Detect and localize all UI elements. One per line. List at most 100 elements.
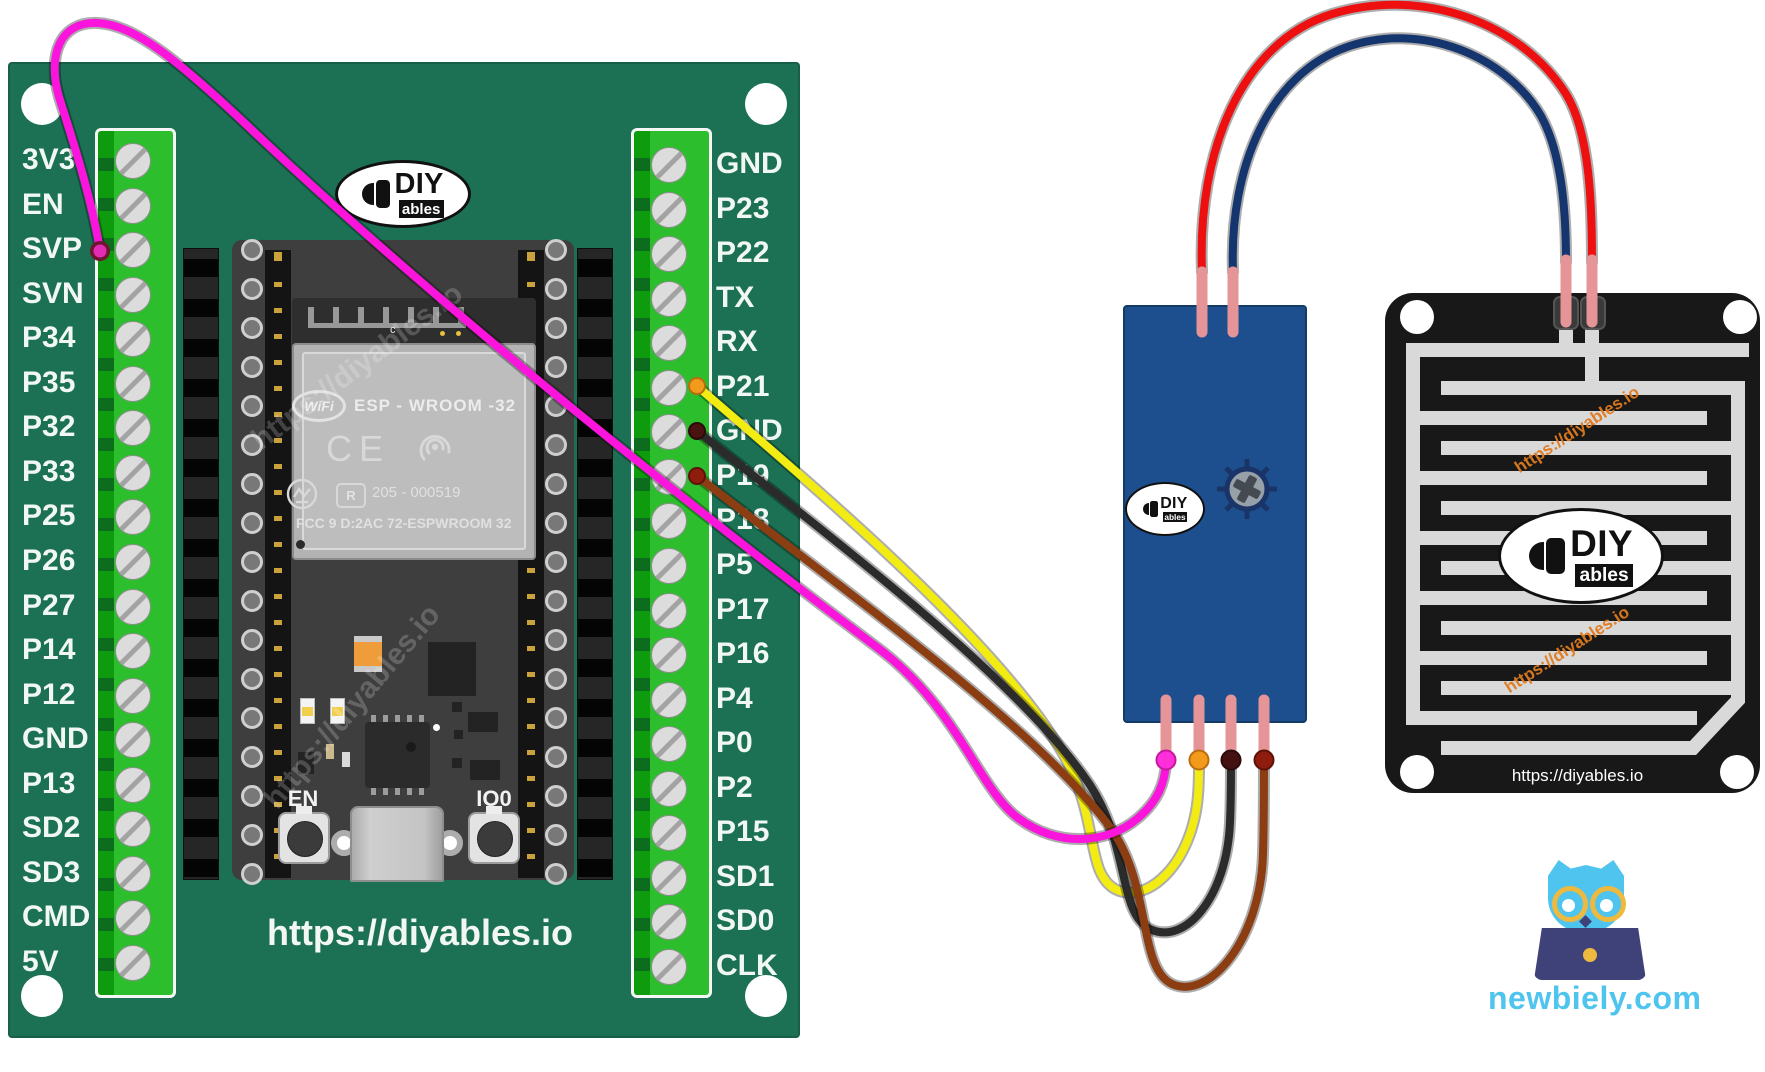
terminal-screw-GND[interactable]	[115, 722, 151, 759]
solder-dot	[440, 331, 445, 336]
terminal-screw-P2[interactable]	[651, 770, 687, 807]
pin-label-right-P17: P17	[716, 592, 770, 626]
terminal-screw-P23[interactable]	[651, 191, 687, 228]
pin-label-right-TX: TX	[716, 280, 755, 314]
terminal-screw-SD2[interactable]	[115, 811, 151, 848]
terminal-screw-5V[interactable]	[115, 944, 151, 981]
terminal-screw-P34[interactable]	[115, 321, 151, 358]
pin-label-left-P12: P12	[22, 677, 76, 711]
pin-label-left-P34: P34	[22, 321, 76, 355]
fcc-line: FCC 9 D:2AC 72-ESPWROOM 32	[296, 515, 512, 531]
devboard-pad	[241, 551, 263, 573]
terminal-screw-P14[interactable]	[115, 633, 151, 670]
terminal-screw-P4[interactable]	[651, 681, 687, 718]
plate-url-text: https://diyables.io	[1511, 766, 1644, 785]
pin-label-left-GND: GND	[22, 722, 89, 756]
devboard-pad	[545, 512, 567, 534]
terminal-screw-P27[interactable]	[115, 588, 151, 625]
pin-label-left-P35: P35	[22, 365, 76, 399]
terminal-screw-SD3[interactable]	[115, 855, 151, 892]
pin-label-right-GND: GND	[716, 414, 783, 448]
en-button[interactable]	[278, 806, 330, 864]
devboard-pad	[241, 473, 263, 495]
devboard-pad	[241, 629, 263, 651]
terminal-screw-SD0[interactable]	[651, 904, 687, 941]
terminal-screw-SVN[interactable]	[115, 276, 151, 313]
terminal-screw-CLK[interactable]	[651, 948, 687, 985]
solder-blob	[1155, 749, 1177, 771]
component-block	[428, 642, 476, 696]
pin-label-left-P33: P33	[22, 454, 76, 488]
plate-mount-hole	[1400, 300, 1434, 334]
regulator	[468, 712, 498, 732]
terminal-screw-P17[interactable]	[651, 592, 687, 629]
pin-label-right-P0: P0	[716, 726, 753, 760]
pin-label-right-P5: P5	[716, 547, 753, 581]
terminal-screw-EN[interactable]	[115, 187, 151, 224]
header-socket-left	[183, 248, 219, 880]
devboard-pad	[545, 746, 567, 768]
terminal-screw-P16[interactable]	[651, 637, 687, 674]
diyables-glyph-icon	[362, 180, 391, 209]
devboard-pad	[545, 785, 567, 807]
terminal-screw-P19[interactable]	[651, 458, 687, 495]
devboard-pad	[545, 668, 567, 690]
terminal-screw-GND[interactable]	[651, 147, 687, 183]
laptop-logo-dot	[1583, 948, 1597, 962]
site-label[interactable]: newbiely.com	[1488, 980, 1702, 1016]
terminal-screw-P35[interactable]	[115, 365, 151, 402]
capacitor-small	[342, 752, 350, 767]
terminal-screw-P22[interactable]	[651, 236, 687, 273]
pin-label-left-P14: P14	[22, 633, 76, 667]
pin-label-left-SD2: SD2	[22, 811, 81, 845]
devboard-pad	[545, 239, 567, 261]
pin-label-left-SD3: SD3	[22, 855, 81, 889]
giteki-mark-icon	[286, 478, 318, 510]
terminal-screw-P33[interactable]	[115, 454, 151, 491]
terminal-screw-SVP[interactable]	[115, 232, 151, 269]
potentiometer-dial-icon[interactable]	[1212, 454, 1282, 524]
plate-pad-right	[1580, 296, 1606, 330]
terminal-screw-P12[interactable]	[115, 677, 151, 714]
diyables-glyph-icon	[1142, 501, 1159, 517]
pin-label-right-SD0: SD0	[716, 904, 775, 938]
devboard-pad	[545, 317, 567, 339]
terminal-screw-3V3[interactable]	[115, 143, 151, 179]
pin-label-right-P22: P22	[716, 236, 770, 270]
terminal-screw-P21[interactable]	[651, 369, 687, 406]
terminal-screw-RX[interactable]	[651, 325, 687, 362]
pin-label-left-SVP: SVP	[22, 232, 83, 266]
devboard-pad	[241, 707, 263, 729]
pin-label-right-P16: P16	[716, 637, 770, 671]
terminal-screw-P13[interactable]	[115, 766, 151, 803]
pin-label-left-3V3: 3V3	[22, 143, 76, 176]
pin-label-right-RX: RX	[716, 325, 758, 359]
pin-label-right-P2: P2	[716, 770, 753, 804]
devboard-pad	[545, 629, 567, 651]
devboard-pad	[545, 707, 567, 729]
terminal-screw-CMD[interactable]	[115, 900, 151, 937]
pin-label-left-CMD: CMD	[22, 900, 91, 934]
wire-navy-module-to-plate	[1228, 34, 1570, 276]
pin-label-left-P25: P25	[22, 499, 76, 533]
regulator	[470, 760, 500, 780]
smd-part	[452, 702, 462, 712]
qfn-chip	[365, 715, 430, 795]
smd-part	[454, 730, 463, 739]
terminal-screw-TX[interactable]	[651, 280, 687, 317]
terminal-screw-SD1[interactable]	[651, 859, 687, 896]
terminal-screw-P5[interactable]	[651, 547, 687, 584]
terminal-screw-P0[interactable]	[651, 726, 687, 763]
pin-label-right-SD1: SD1	[716, 859, 775, 893]
chip-dot	[433, 724, 440, 731]
usb-connector[interactable]	[350, 806, 444, 882]
boot-button[interactable]	[468, 806, 520, 864]
devboard-pad	[241, 668, 263, 690]
terminal-screw-P15[interactable]	[651, 815, 687, 852]
board-mount-hole	[21, 975, 63, 1017]
devboard-pad	[241, 317, 263, 339]
owl-eye	[1562, 899, 1575, 912]
pin-label-right-CLK: CLK	[716, 948, 778, 982]
terminal-screw-P26[interactable]	[115, 543, 151, 580]
